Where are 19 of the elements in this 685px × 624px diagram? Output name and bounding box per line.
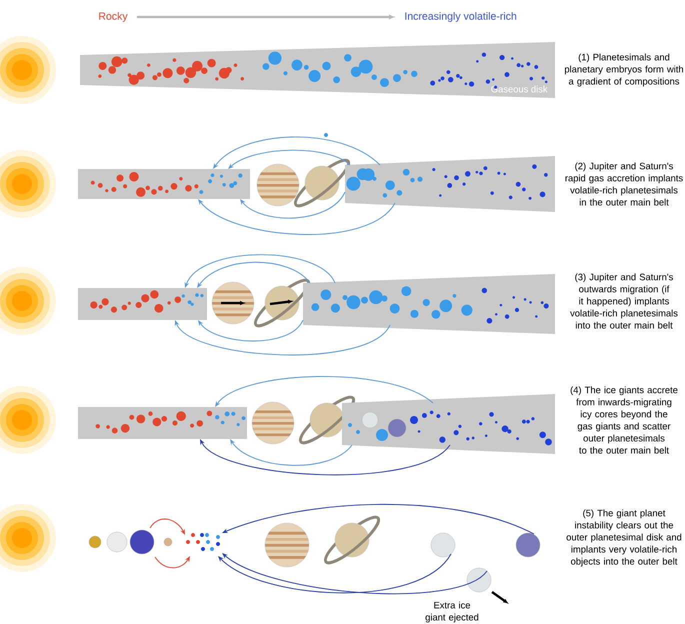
arrow <box>218 554 452 594</box>
disk-band <box>78 407 247 439</box>
planetesimals-drawing <box>186 533 220 551</box>
planets-drawing <box>88 530 172 554</box>
axis-label: Rocky <box>99 12 128 22</box>
arrow <box>198 320 304 342</box>
planet-drawing <box>516 532 540 558</box>
disk-band <box>342 394 555 454</box>
arrow <box>240 192 346 218</box>
disk-band <box>345 156 555 212</box>
planet-drawing <box>430 532 456 558</box>
disk-band <box>78 169 250 199</box>
disk-band <box>78 288 207 320</box>
arrow <box>222 553 488 594</box>
planet-drawing <box>466 568 492 592</box>
axis-label: Increasingly volatile-rich <box>405 12 516 22</box>
disk-band <box>303 274 555 334</box>
description-text: (1) Planetesimals and planetary embryos form with a gradient of compositions <box>564 54 684 86</box>
arrow <box>228 150 350 169</box>
